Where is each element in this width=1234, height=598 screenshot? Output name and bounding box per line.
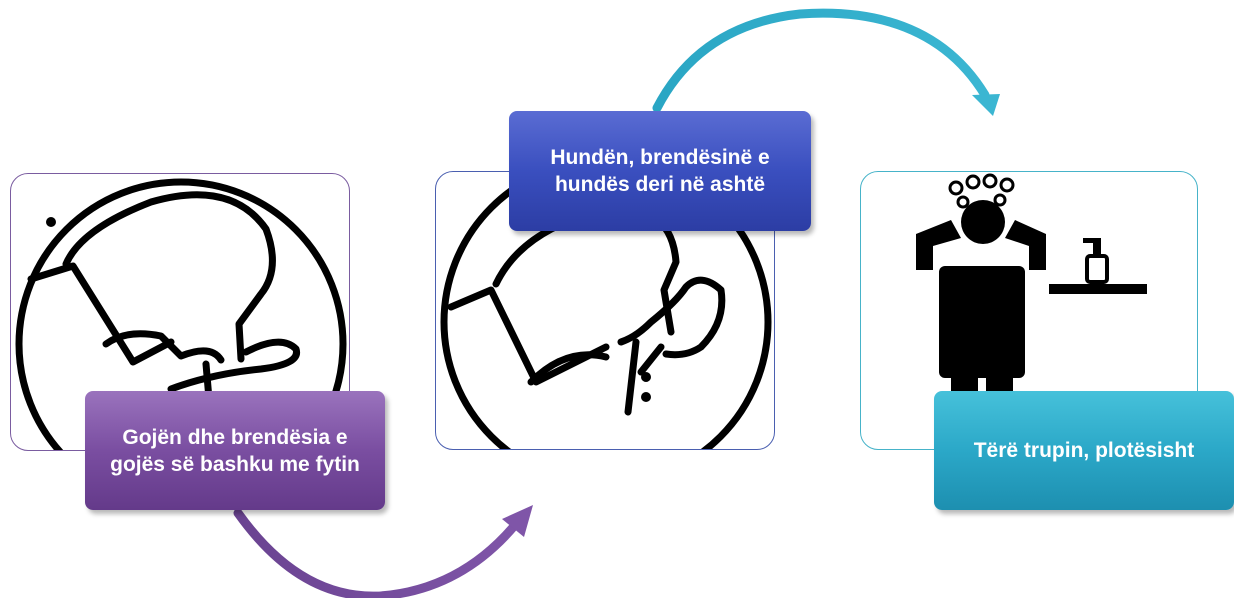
arrow-step2-to-step3-head xyxy=(972,94,1000,116)
step2-label-text: Hundën, brendësinë e hundës deri në asht… xyxy=(550,146,770,196)
step3-label: Tërë trupin, plotësisht xyxy=(934,391,1234,510)
step1-label-text: Gojën dhe brendësia e gojës së bashku me… xyxy=(110,425,360,476)
face-mouth-rinse-icon xyxy=(15,178,347,450)
step1-label: Gojën dhe brendësia e gojës së bashku me… xyxy=(85,391,385,510)
arrow-step1-to-step2 xyxy=(233,508,520,598)
step2-label: Hundën, brendësinë e hundës deri në asht… xyxy=(509,111,811,231)
arrow-step2-to-step3 xyxy=(652,8,990,113)
arrow-step1-to-step2-head xyxy=(502,505,533,537)
step3-label-text: Tërë trupin, plotësisht xyxy=(973,439,1195,462)
